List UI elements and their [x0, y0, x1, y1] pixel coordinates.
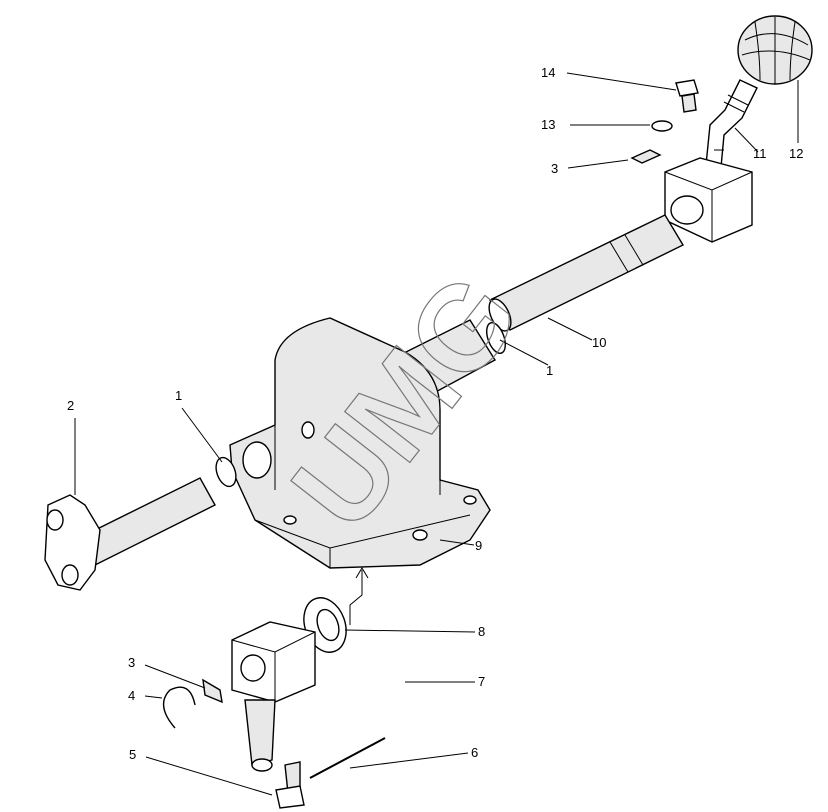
- callout-9: 9: [475, 538, 483, 553]
- part-lower-block: [231, 621, 316, 772]
- callout-3-lower: 3: [128, 655, 136, 670]
- callout-7: 7: [478, 674, 486, 689]
- part-ring-left: [215, 456, 237, 488]
- callout-5: 5: [129, 747, 137, 762]
- part-arm: [44, 477, 216, 591]
- callout-2: 2: [67, 398, 75, 413]
- callout-1-right: 1: [546, 363, 554, 378]
- callout-13: 13: [541, 117, 556, 132]
- part-pin: [309, 737, 386, 779]
- callout-14: 14: [541, 65, 556, 80]
- callout-12: 12: [789, 146, 804, 161]
- part-washer-small: [651, 120, 673, 132]
- callout-8: 8: [478, 624, 486, 639]
- callout-11: 11: [753, 146, 767, 161]
- callout-3-upper: 3: [551, 161, 559, 176]
- part-housing: [229, 317, 491, 569]
- part-bolt-top: [675, 79, 699, 113]
- part-key-lower: [202, 678, 223, 704]
- callout-10: 10: [592, 335, 607, 350]
- assembly-arrow: [349, 567, 369, 625]
- part-upper-block: [664, 157, 753, 243]
- callout-1-left: 1: [175, 388, 183, 403]
- part-circlip: [162, 686, 196, 729]
- part-knob: [737, 15, 813, 85]
- part-key-upper: [630, 149, 662, 164]
- part-bolt-bottom: [275, 761, 305, 809]
- part-ring-right: [486, 322, 506, 354]
- callout-4: 4: [128, 688, 136, 703]
- leader-lines: [74, 72, 799, 796]
- callout-6: 6: [471, 745, 479, 760]
